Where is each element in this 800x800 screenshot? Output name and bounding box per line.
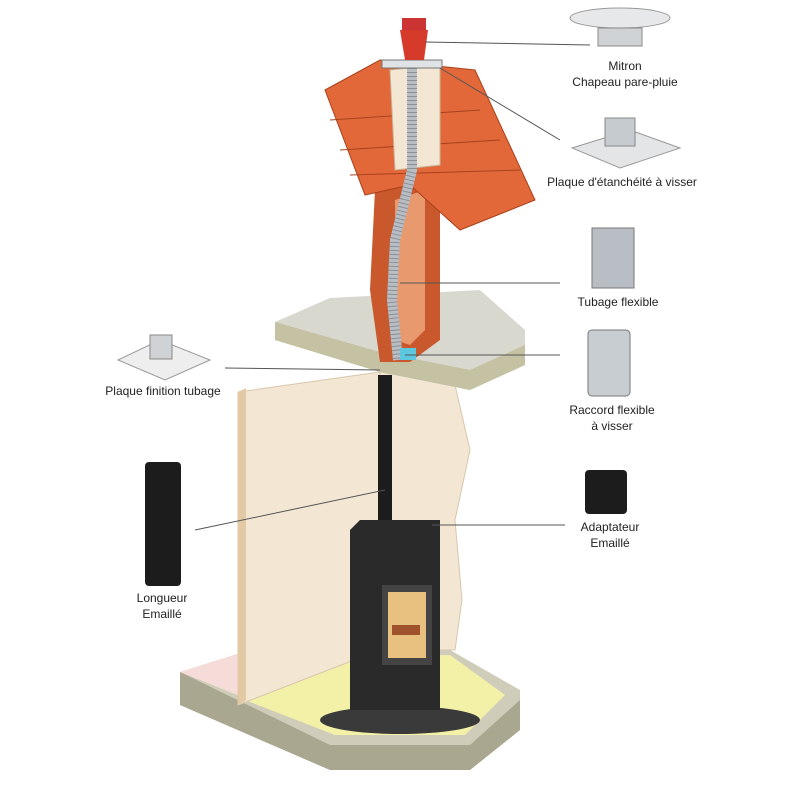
label-plaque-finition: Plaque finition tubage <box>105 383 220 399</box>
label-line: Plaque d'étanchéité à visser <box>547 175 697 189</box>
stovepipe <box>378 375 392 525</box>
label-line: Raccord flexible <box>569 403 655 417</box>
label-line: Mitron <box>608 59 642 73</box>
plaque-finition-thumbnail <box>116 334 212 381</box>
wood-stove <box>320 520 480 734</box>
flexible-flue <box>381 18 443 361</box>
longueur-thumbnail <box>145 462 181 586</box>
tubage-thumbnail <box>591 227 635 289</box>
label-line: Longueur <box>136 591 188 605</box>
brick-chimney <box>370 170 440 362</box>
plaque-etancheite-thumbnail <box>570 117 682 169</box>
label-line: Plaque finition tubage <box>105 384 221 398</box>
label-adaptateur: Adaptateur Emaillé <box>581 519 640 551</box>
label-line: Emaillé <box>142 607 182 621</box>
label-mitron: Mitron Chapeau pare-pluie <box>572 58 677 90</box>
label-plaque-etancheite: Plaque d'étanchéité à visser <box>547 174 697 190</box>
adaptateur-thumbnail <box>585 470 627 514</box>
label-raccord: Raccord flexible à visser <box>569 402 654 434</box>
label-longueur: Longueur Emaillé <box>137 590 188 622</box>
raccord-thumbnail <box>587 329 631 397</box>
label-line: Adaptateur <box>580 520 640 534</box>
leader-lines <box>194 41 591 531</box>
label-line: à visser <box>591 419 633 433</box>
label-line: Chapeau pare-pluie <box>572 75 678 89</box>
label-tubage: Tubage flexible <box>578 294 659 310</box>
label-line: Emaillé <box>590 536 630 550</box>
label-line: Tubage flexible <box>577 295 659 309</box>
mitron-thumbnail <box>569 7 671 47</box>
